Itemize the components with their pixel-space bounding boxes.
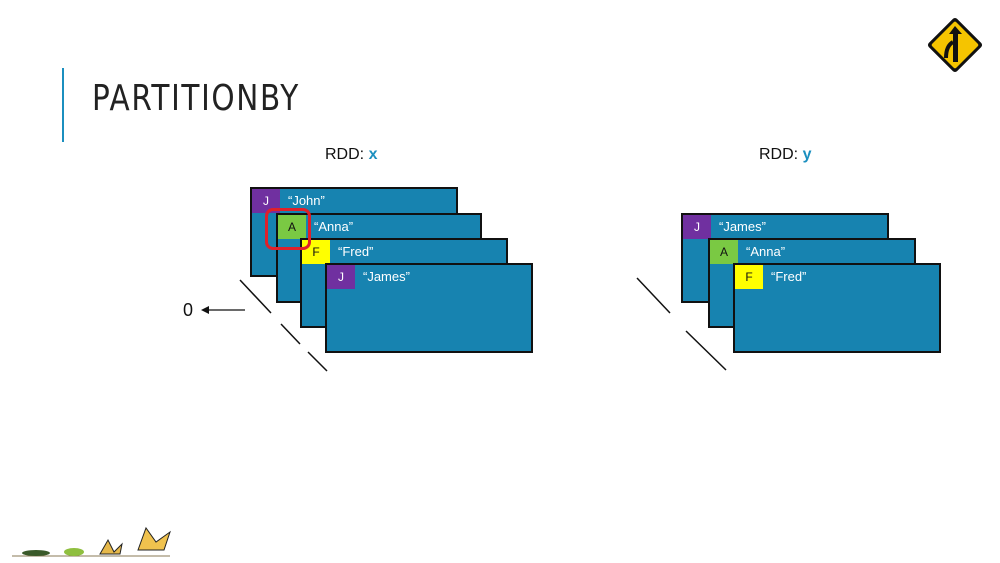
rdd-x-label: RDD: x — [325, 146, 377, 164]
merge-road-sign-icon — [927, 17, 983, 73]
partition-value: “Fred” — [338, 244, 374, 259]
partition-key: J — [683, 215, 711, 239]
partition-index-label: 0 — [183, 300, 194, 320]
partition-value: “John” — [288, 193, 325, 208]
stack-line — [307, 351, 328, 372]
partition-value: “Fred” — [771, 269, 807, 284]
arrow-head-icon — [201, 306, 209, 314]
rdd-x-variable: x — [368, 146, 378, 163]
stack-line — [685, 330, 727, 371]
rdd-x-label-prefix: RDD: — [325, 146, 369, 163]
stack-line — [239, 279, 272, 314]
partition-key: F — [735, 265, 763, 289]
slide-title: PARTITIONBY — [92, 78, 300, 119]
rdd-y-variable: y — [802, 146, 812, 163]
stack-line — [636, 277, 671, 314]
partition-key: J — [252, 189, 280, 213]
stack-line — [280, 323, 301, 345]
rdd-y-partition-3: F “Fred” — [733, 263, 941, 353]
rdd-x-partition-4: J “James” — [325, 263, 533, 353]
rdd-y-label-prefix: RDD: — [759, 146, 803, 163]
partition-key: A — [710, 240, 738, 264]
partition-value: “Anna” — [314, 219, 354, 234]
rdd-y-label: RDD: y — [759, 146, 811, 164]
key-highlight-box — [265, 208, 311, 250]
partition-value: “Anna” — [746, 244, 786, 259]
partition-key: J — [327, 265, 355, 289]
partition-key: A — [278, 215, 306, 239]
butterfly-lifecycle-icon — [12, 526, 171, 557]
partition-value: “James” — [719, 219, 766, 234]
title-accent-bar — [62, 68, 64, 142]
partition-value: “James” — [363, 269, 410, 284]
